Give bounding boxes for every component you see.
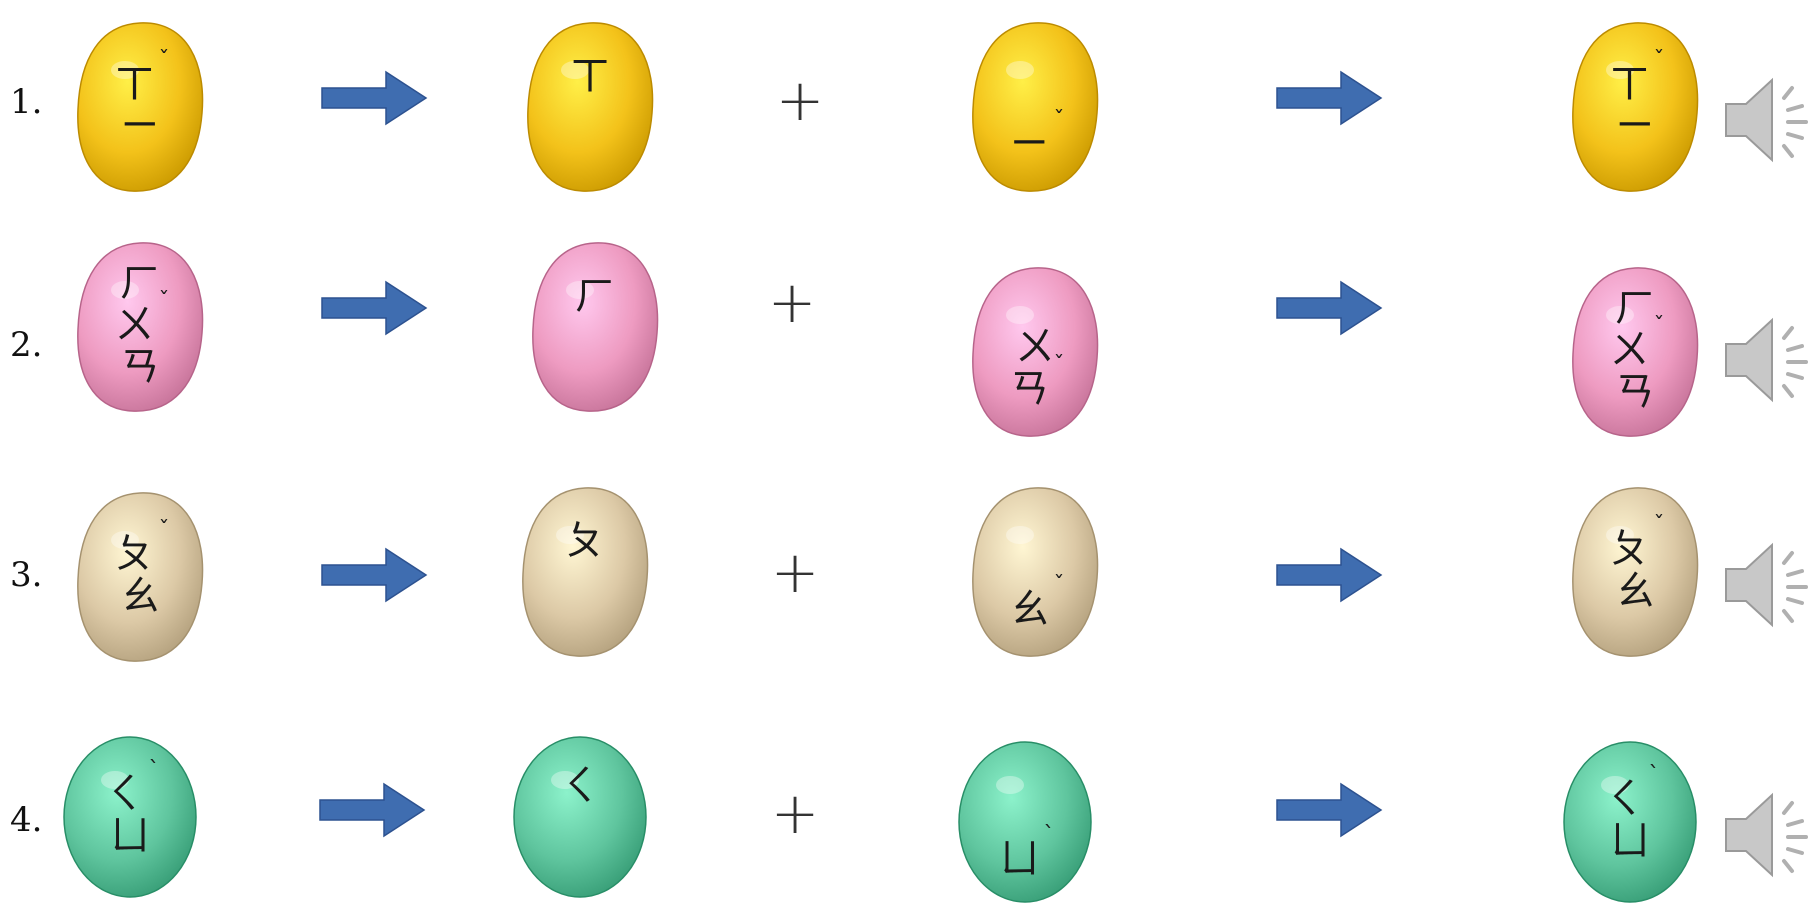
- bean-shape: [527, 22, 654, 192]
- bean-shape: [972, 22, 1099, 192]
- bean-shape: [532, 242, 659, 412]
- row-number: 4.: [10, 800, 43, 840]
- speaker-icon[interactable]: [1722, 535, 1812, 635]
- speaker-icon[interactable]: [1722, 310, 1812, 410]
- bean-shape: [1572, 22, 1699, 192]
- plus-sign: +: [770, 779, 820, 847]
- arrow-right-icon: [320, 278, 430, 338]
- arrow-shape: [1276, 280, 1383, 336]
- bean-shape: [522, 487, 649, 657]
- plus-sign: +: [775, 66, 825, 134]
- bean-shape: [1572, 267, 1699, 437]
- bean-shape: [63, 736, 197, 898]
- arrow-right-icon: [320, 545, 430, 605]
- bean-shape: [77, 22, 204, 192]
- arrow-right-icon: [1275, 278, 1385, 338]
- arrow-shape: [321, 280, 428, 336]
- arrow-right-icon: [1275, 545, 1385, 605]
- bean-shape: [958, 741, 1092, 903]
- arrow-right-icon: [318, 780, 428, 840]
- speaker-shape: [1725, 792, 1808, 878]
- bean-shape: [77, 242, 204, 412]
- arrow-shape: [321, 70, 428, 126]
- arrow-shape: [1276, 782, 1383, 838]
- arrow-shape: [319, 782, 426, 838]
- plus-sign: +: [770, 538, 820, 606]
- arrow-shape: [1276, 547, 1383, 603]
- arrow-right-icon: [1275, 780, 1385, 840]
- arrow-right-icon: [1275, 68, 1385, 128]
- bean-shape: [77, 492, 204, 662]
- row-number: 3.: [10, 555, 43, 595]
- bean-shape: [1572, 487, 1699, 657]
- initial-bean: ㄏ: [525, 235, 665, 415]
- row-number: 1.: [10, 82, 43, 122]
- bean-shape: [513, 736, 647, 898]
- speaker-shape: [1725, 317, 1808, 403]
- speaker-icon[interactable]: [1722, 70, 1812, 170]
- row-number: 2.: [10, 325, 43, 365]
- initial-bean: ㄒ: [520, 15, 660, 195]
- arrow-shape: [321, 547, 428, 603]
- arrow-right-icon: [320, 68, 430, 128]
- initial-bean: ㄑ: [510, 725, 650, 905]
- arrow-shape: [1276, 70, 1383, 126]
- plus-sign: +: [767, 268, 817, 336]
- initial-bean: ㄆ: [515, 480, 655, 660]
- bean-shape: [1563, 741, 1697, 903]
- bean-shape: [972, 487, 1099, 657]
- speaker-icon[interactable]: [1722, 785, 1812, 885]
- speaker-shape: [1725, 542, 1808, 628]
- bean-shape: [972, 267, 1099, 437]
- speaker-shape: [1725, 77, 1808, 163]
